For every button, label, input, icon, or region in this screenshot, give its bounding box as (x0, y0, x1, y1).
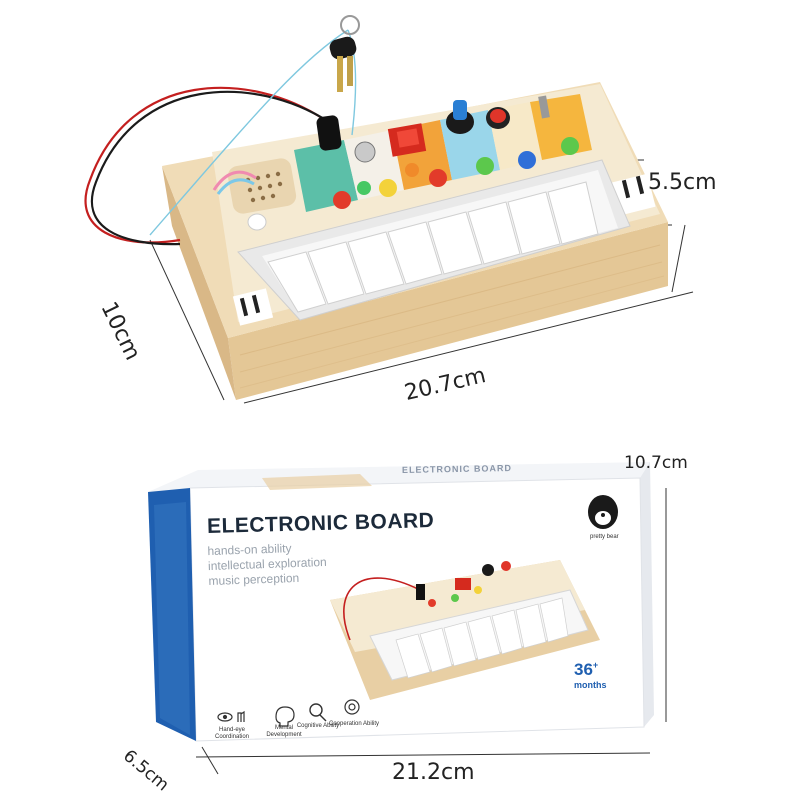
icon-label-cooperation: Cooperation Ability (328, 721, 380, 727)
icon-label-cognitive: Cognitive Ability (296, 723, 340, 729)
box-width-label: 21.2cm (392, 760, 475, 785)
package-box (148, 462, 654, 742)
magnifier-icon (309, 703, 327, 722)
depth-dimension-line (149, 239, 225, 401)
box-width-dimension-line (195, 752, 651, 758)
height-dimension-line-lower (671, 224, 686, 293)
box-height-label: 10.7cm (624, 453, 688, 473)
age-number: 36 (574, 660, 593, 679)
red-cable (84, 86, 326, 244)
icon-label-hand-eye: Hand-eye Coordination (214, 727, 250, 740)
box-feature-list: hands-on ability intellectual exploratio… (207, 540, 327, 589)
brain-icon (275, 706, 295, 727)
box-top-label: ELECTRONIC BOARD (401, 463, 513, 475)
icon-label-mental: Mental Development (266, 725, 302, 738)
pretty-bear-logo (588, 495, 618, 529)
width-dimension-line (243, 291, 694, 404)
hand-eye-icon (217, 710, 245, 722)
cooperation-icon (344, 699, 360, 715)
age-badge: 36+ months (574, 660, 607, 690)
brand-name: pretty bear (590, 534, 619, 540)
box-depth-dimension-line (201, 746, 219, 775)
keys-icon (329, 15, 360, 92)
product-height-label: 5.5cm (648, 170, 717, 195)
age-unit: months (574, 680, 607, 690)
piano-keys (237, 159, 631, 321)
age-plus: + (592, 660, 599, 670)
key-string (149, 29, 349, 236)
